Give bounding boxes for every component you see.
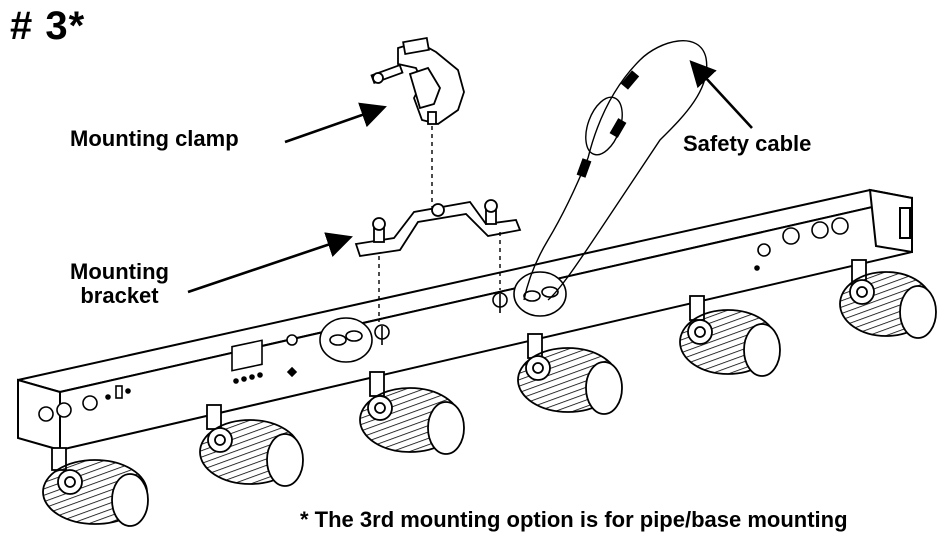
arrow-safety-cable [689,60,753,129]
page-heading: # 3* [10,4,86,48]
mounting-bracket [354,199,522,258]
label-mounting-bracket-line2: bracket [80,283,159,309]
spot-head-2 [199,404,304,487]
label-mounting-bracket-line1: Mounting [70,259,169,284]
callout-arrows [187,60,753,294]
alignment-lines [378,126,501,322]
spot-head-1 [42,447,149,527]
spot-head-3 [359,371,465,455]
bracket-knob-left [372,217,386,243]
label-mounting-bracket: Mounting bracket [70,259,169,309]
spot-head-6 [839,259,937,339]
spot-head-4 [517,333,623,415]
bar-panel-details [38,217,849,422]
mounting-clamp [370,36,465,125]
footnote: * The 3rd mounting option is for pipe/ba… [300,507,848,532]
label-safety-cable: Safety cable [683,131,812,156]
bracket-knob-right [484,199,498,225]
spot-head-5 [679,295,781,377]
label-mounting-clamp: Mounting clamp [70,126,239,151]
arrow-mounting-clamp [284,102,387,144]
safety-cable-drawing [523,40,708,301]
light-bar [17,188,913,452]
spot-heads [42,259,937,527]
arrow-mounting-bracket [187,232,353,294]
